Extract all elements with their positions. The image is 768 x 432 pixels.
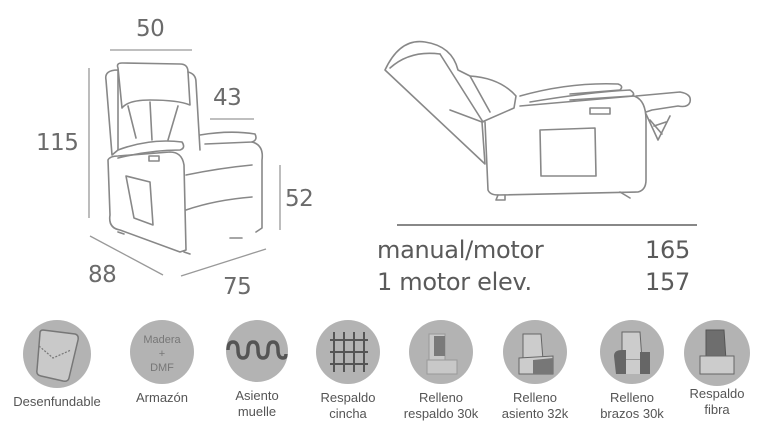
chair-seat-fill-icon (503, 320, 567, 384)
frame-text-icon: Madera + DMF (130, 320, 194, 384)
width-dimension: 50 (136, 16, 165, 42)
reclined-chair-diagram (384, 40, 692, 201)
spec-value-manual-motor: 165 (645, 236, 690, 264)
height-dimension: 115 (36, 130, 79, 156)
webbing-icon (316, 320, 380, 384)
chair-arms-fill-icon (600, 320, 664, 384)
spec-value-motor-elev: 157 (645, 268, 690, 296)
divider-line (397, 224, 697, 226)
base-width-dimension: 75 (223, 274, 252, 300)
feature-desenfundable: Desenfundable (12, 320, 102, 410)
front-chair-diagram (88, 49, 281, 277)
chair-back-fill-icon (409, 320, 473, 384)
spring-icon (226, 320, 288, 382)
chair-fiber-back-icon (684, 320, 750, 386)
spec-name-manual-motor: manual/motor (377, 236, 544, 264)
feature-label: Armazón (135, 390, 189, 405)
feature-label: Desenfundable (13, 394, 101, 409)
depth-dimension: 88 (88, 262, 117, 288)
feature-armazon: Madera + DMF Armazón (117, 320, 207, 406)
seat-depth-dimension: 43 (213, 85, 242, 111)
spec-name-motor-elev: 1 motor elev. (377, 268, 532, 296)
removable-cover-icon (23, 320, 91, 388)
seat-height-dimension: 52 (285, 186, 314, 212)
